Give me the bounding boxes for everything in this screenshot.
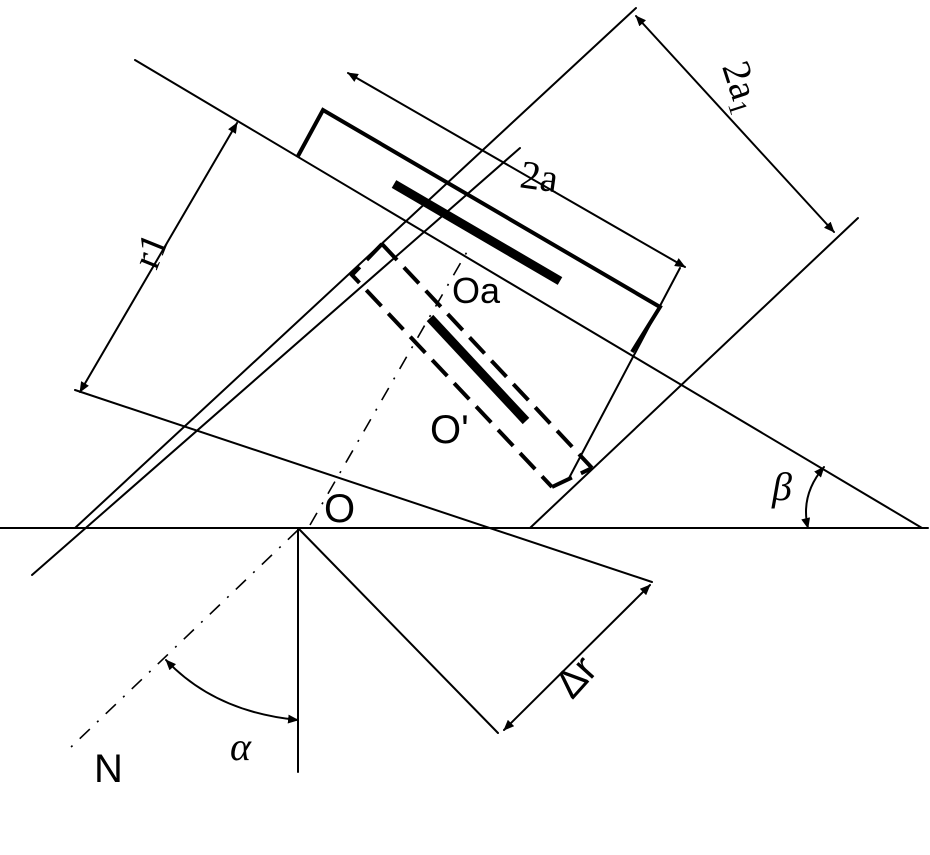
center-line-lower: [69, 529, 299, 749]
displaced-detector-bar: [426, 314, 530, 425]
center-slant-line: [567, 267, 681, 481]
label-delta-r: Δr: [546, 647, 605, 706]
svg-text:2a1: 2a1: [710, 55, 771, 118]
dashed-detector-inner: [380, 242, 594, 470]
label-2a: 2a: [518, 151, 562, 201]
beta-angle-arc: [801, 466, 825, 529]
lower-diagonal-line: [297, 527, 499, 734]
right-beam-edge: [529, 217, 859, 529]
surface-normal-line: [74, 389, 653, 583]
dimension-r1-arrow: [79, 122, 238, 393]
dimension-delta-r-arrow: [503, 584, 651, 731]
label-alpha: α: [230, 724, 252, 769]
inclined-surface-line: [134, 59, 923, 529]
label-oa: Oa: [452, 270, 501, 311]
label-o-prime: O': [430, 408, 469, 452]
dimension-2a1-arrow: [635, 15, 835, 233]
dimension-2a-arrow: [347, 72, 686, 268]
label-o: O: [324, 487, 355, 531]
label-2a1-main: 2a: [713, 55, 768, 105]
dashed-detector-bottom: [551, 466, 593, 489]
label-beta: β: [771, 464, 792, 509]
label-r1: r1: [123, 227, 177, 275]
label-2a1: 2a1: [710, 55, 771, 118]
label-n: N: [94, 747, 123, 791]
center-line-upper: [309, 249, 469, 526]
alpha-angle-arc: [165, 659, 299, 724]
